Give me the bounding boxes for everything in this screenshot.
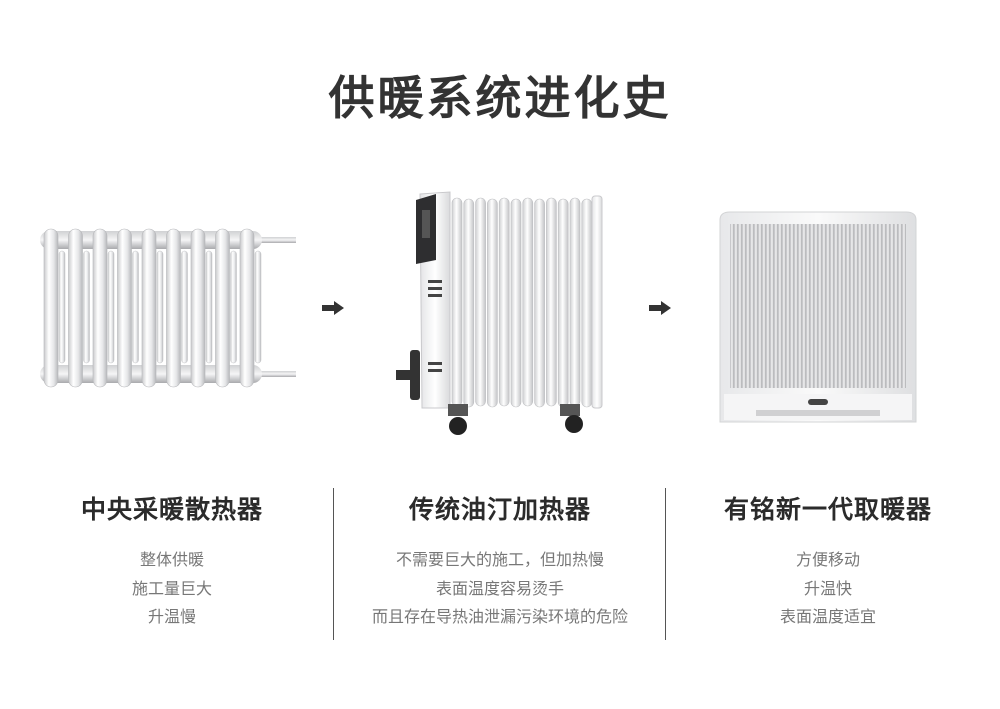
item-line: 整体供暖 — [139, 550, 204, 569]
arrow-right-icon — [322, 301, 344, 315]
item-line: 表面温度适宜 — [779, 607, 876, 626]
item-line: 升温慢 — [147, 607, 196, 626]
arrow-right-icon — [649, 301, 671, 315]
item-line: 升温快 — [803, 578, 852, 598]
item-line: 不需要巨大的施工，但加热慢 — [395, 550, 604, 569]
item-oil-heater: 传统油汀加热器 不需要巨大的施工，但加热慢 表面温度容易烫手 而且存在导热油泄漏… — [350, 490, 650, 632]
item-line: 表面温度容易烫手 — [435, 578, 564, 598]
item-central-radiator: 中央采暖散热器 整体供暖 施工量巨大 升温慢 — [22, 490, 322, 632]
item-line: 施工量巨大 — [131, 578, 212, 598]
divider — [333, 488, 334, 640]
item-new-heater: 有铭新一代取暖器 方便移动 升温快 表面温度适宜 — [678, 490, 978, 632]
item-title: 有铭新一代取暖器 — [723, 495, 932, 524]
panel-heater-icon — [719, 211, 917, 423]
oil-heater-icon — [396, 191, 603, 435]
item-line: 方便移动 — [795, 550, 860, 569]
item-line: 而且存在导热油泄漏污染环境的危险 — [371, 607, 628, 626]
page-title: 供暖系统进化史 — [328, 71, 672, 125]
divider — [665, 488, 666, 640]
central-radiator-icon — [40, 228, 296, 388]
item-title: 中央采暖散热器 — [80, 495, 263, 524]
item-title: 传统油汀加热器 — [408, 495, 591, 524]
